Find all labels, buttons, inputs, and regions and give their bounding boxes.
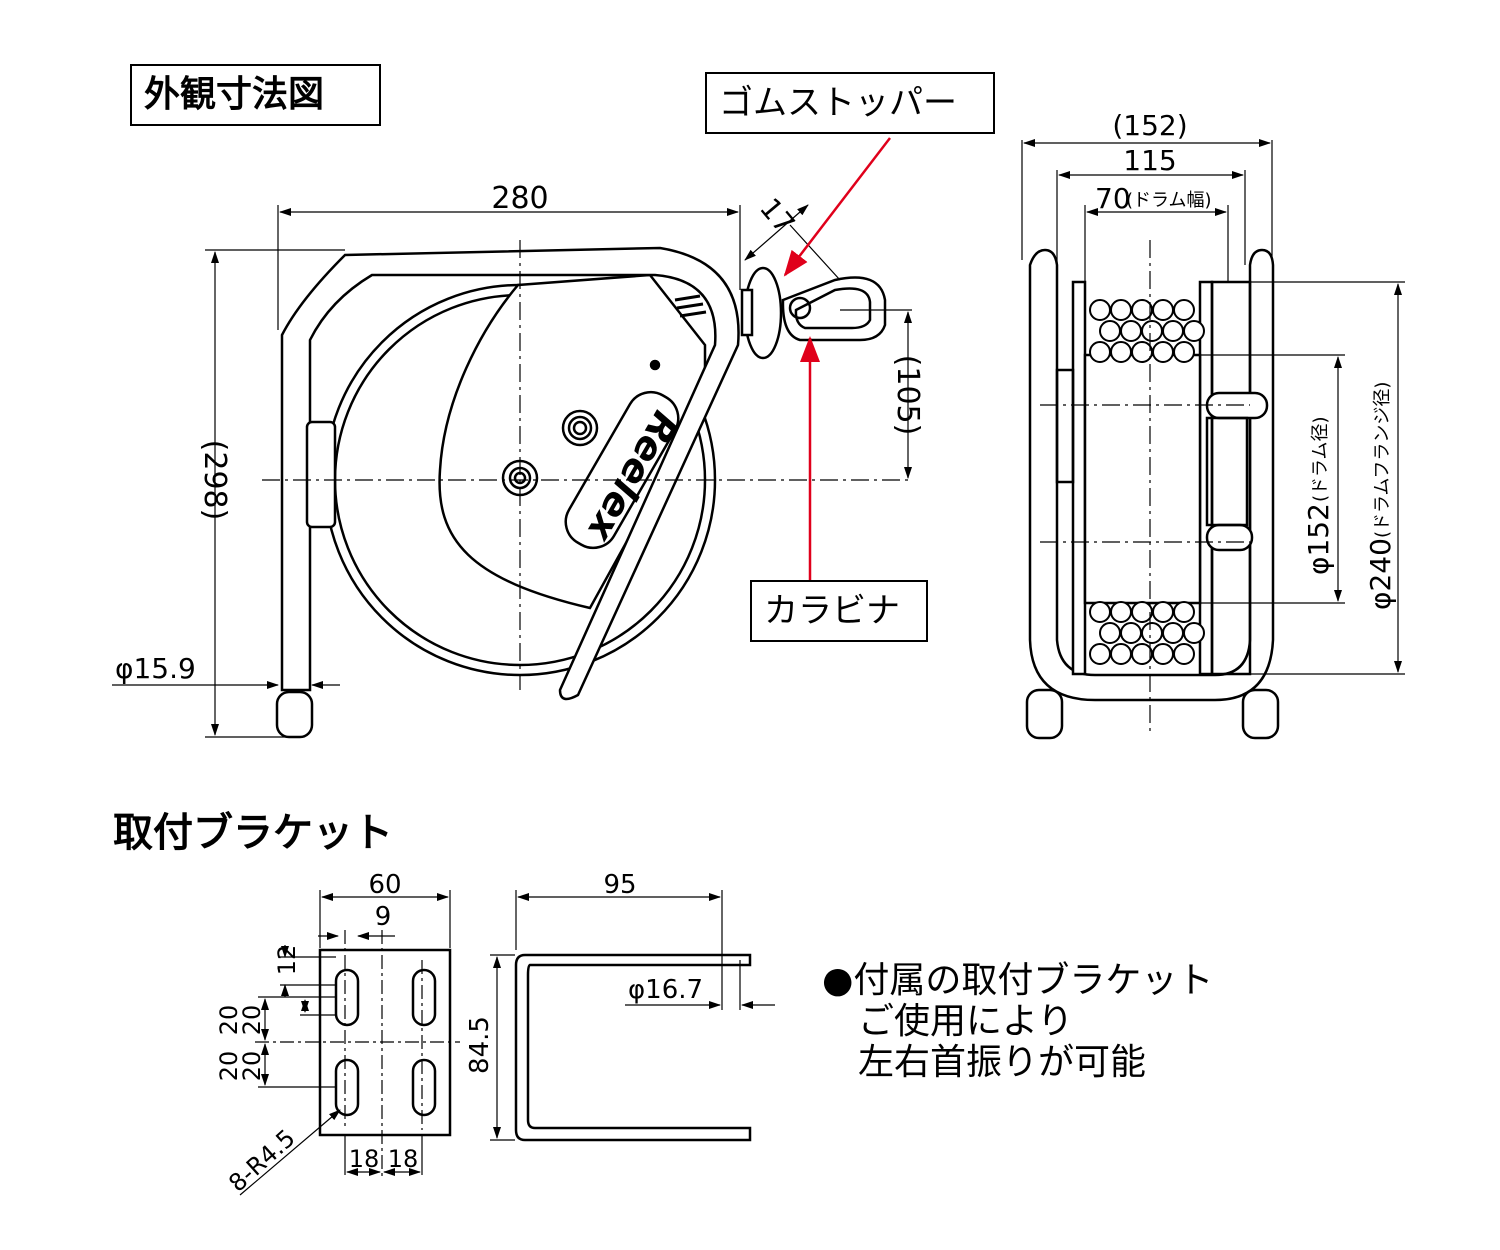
hose-coils-top bbox=[1089, 299, 1205, 363]
hose-coil bbox=[1099, 320, 1121, 342]
dim-105: (105) bbox=[890, 355, 925, 436]
front-view bbox=[275, 246, 887, 739]
dim-18-b: 18 bbox=[388, 1145, 419, 1173]
note-line: 左右首振りが可能 bbox=[822, 1042, 1147, 1083]
dim-phi240-note: (ドラムフランジ径) bbox=[1372, 382, 1393, 538]
reel-cover bbox=[438, 273, 707, 610]
hose-coil bbox=[1183, 622, 1205, 644]
dim-17: 17 bbox=[753, 192, 801, 241]
side-foot-left bbox=[1025, 688, 1064, 740]
hose-coil bbox=[1131, 341, 1153, 363]
dim-152-overall: (152) bbox=[1112, 109, 1187, 142]
hose-coil bbox=[1120, 622, 1142, 644]
hose-coil bbox=[1099, 622, 1121, 644]
front-foot bbox=[275, 690, 314, 739]
frame-tube bbox=[280, 246, 740, 701]
hose-coil bbox=[1089, 601, 1111, 623]
dim-phi16-7: φ16.7 bbox=[628, 975, 703, 1005]
hose-coil bbox=[1152, 299, 1174, 321]
dim-280: 280 bbox=[491, 181, 548, 216]
drum bbox=[1083, 353, 1202, 605]
hose-coil bbox=[1162, 622, 1184, 644]
carabiner bbox=[781, 276, 887, 342]
hose-coil bbox=[1089, 643, 1111, 665]
bracket-slot bbox=[411, 1058, 437, 1117]
hose-coil bbox=[1173, 601, 1195, 623]
rubber-stopper-arrow bbox=[783, 137, 891, 277]
hose-coil bbox=[1173, 643, 1195, 665]
side-foot-right bbox=[1241, 688, 1280, 740]
hose-coil bbox=[1110, 341, 1132, 363]
hose-coil bbox=[1173, 299, 1195, 321]
dim-298: (298) bbox=[197, 440, 232, 521]
dim-70: 70 bbox=[1095, 182, 1131, 215]
dim-phi240: φ240 bbox=[1364, 538, 1397, 610]
dim-phi152: φ152 bbox=[1302, 503, 1335, 575]
bracket-slot bbox=[411, 968, 437, 1027]
dim-18-a: 18 bbox=[349, 1145, 380, 1173]
hose-coil bbox=[1110, 299, 1132, 321]
hose-coil bbox=[1110, 643, 1132, 665]
hose-coil bbox=[1131, 299, 1153, 321]
external-view-title: 外観寸法図 bbox=[130, 64, 381, 126]
note-line: ご使用により bbox=[822, 1001, 1074, 1042]
dim-9: 9 bbox=[375, 902, 392, 932]
note-line: ●付属の取付ブラケット bbox=[822, 960, 1214, 1001]
hose-coil bbox=[1131, 643, 1153, 665]
dim-20-a: 20 bbox=[238, 1005, 266, 1036]
bracket-note: ●付属の取付ブラケット ご使用により 左右首振りが可能 bbox=[822, 960, 1213, 1083]
dim-20-b: 20 bbox=[238, 1051, 266, 1082]
hose-coil bbox=[1110, 601, 1132, 623]
dim-60: 60 bbox=[368, 870, 401, 900]
hose-coil bbox=[1183, 320, 1205, 342]
dim-8-R4-5: 8-R4.5 bbox=[223, 1124, 300, 1198]
hose-coil bbox=[1141, 320, 1163, 342]
side-view bbox=[1025, 248, 1280, 740]
dim-phi15-9: φ15.9 bbox=[115, 652, 196, 685]
dim-20-d: 20 bbox=[215, 1051, 243, 1082]
hose-coil bbox=[1152, 643, 1174, 665]
hose-coil bbox=[1089, 341, 1111, 363]
hose-coil bbox=[1131, 601, 1153, 623]
bracket-side bbox=[514, 953, 752, 1142]
hose-coil bbox=[1162, 320, 1184, 342]
dim-95: 95 bbox=[603, 870, 636, 900]
hose-coil bbox=[1152, 341, 1174, 363]
dim-12: 12 bbox=[273, 945, 301, 976]
dim-phi152-note: (ドラム径) bbox=[1310, 416, 1331, 502]
dim-84-5: 84.5 bbox=[465, 1016, 495, 1074]
side-frame bbox=[1028, 248, 1275, 702]
hose-coil bbox=[1141, 622, 1163, 644]
carabiner-label: カラビナ bbox=[750, 580, 928, 642]
hose-coil bbox=[1152, 601, 1174, 623]
dim-20-c: 20 bbox=[215, 1005, 243, 1036]
bracket-title: 取付ブラケット bbox=[113, 810, 393, 856]
rubber-stopper-label: ゴムストッパー bbox=[705, 72, 995, 134]
hose-coils-bottom bbox=[1089, 601, 1205, 665]
dim-115: 115 bbox=[1123, 144, 1176, 177]
hose-coil bbox=[1120, 320, 1142, 342]
hose-coil bbox=[1089, 299, 1111, 321]
hose-coil bbox=[1173, 341, 1195, 363]
dim-70-note: (ドラム幅) bbox=[1126, 190, 1212, 211]
